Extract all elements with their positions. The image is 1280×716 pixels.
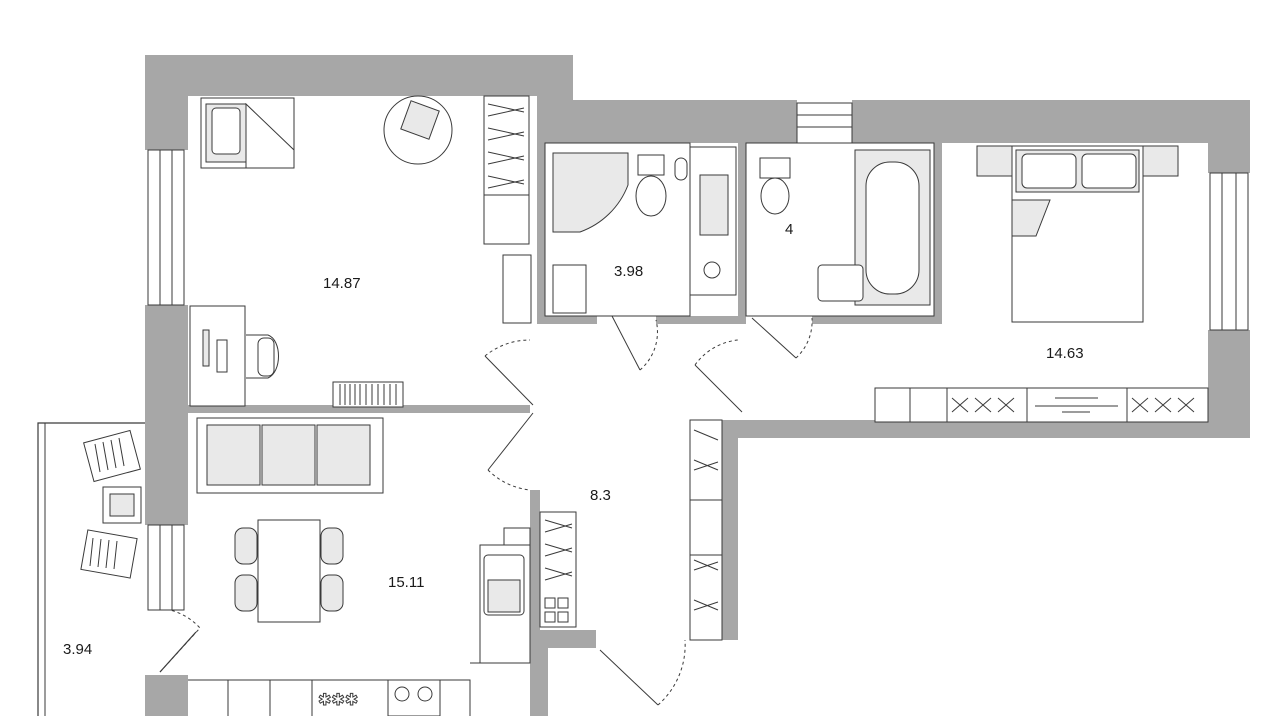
window-left-top [147,149,185,306]
door-entrance [599,649,659,706]
kitchen-furniture: ✱✱✱ [188,417,723,716]
door-living [484,355,534,406]
area-label-bath-2: 4 [785,221,793,238]
wall-bath2-right [934,143,942,323]
armchair [383,95,453,165]
wall-living-kitchen [188,405,530,413]
sofa [196,417,384,494]
hall-rack [539,511,577,628]
shelf-living [502,254,532,324]
wall-top-right [537,100,797,143]
wall-bath1-bottom [537,316,597,324]
sink-2 [817,264,864,302]
wall-bath1-bottom-r [656,316,746,324]
area-label-bath-1: 3.98 [614,263,643,280]
dining-table [234,519,344,623]
wardrobe-hall [689,419,723,641]
window-right [1209,172,1249,331]
walls [145,55,1250,716]
wall-left-bottom [145,675,188,716]
wardrobe-living [483,95,530,245]
svg-text:✱✱✱: ✱✱✱ [318,692,358,709]
wall-hall-bottom [530,630,596,716]
wall-left-mid [145,305,188,525]
window-left-bottom [147,524,185,611]
window-top [796,102,853,144]
bathroom-1 [544,142,737,371]
desk [189,305,279,407]
door-kitchen [487,412,534,471]
area-label-kitchen: 15.11 [388,574,424,591]
wall-bath-divider [738,143,746,323]
hall-doors [484,339,743,706]
area-label-bedroom: 14.63 [1046,345,1084,362]
wall-kitchen-hall [530,490,540,630]
balcony-door-arc [159,609,201,673]
wall-left-top [145,55,188,150]
shower-tray [552,152,629,233]
balcony-chair-bottom [80,529,138,579]
door-bath-1 [611,315,641,371]
bathroom-2 [745,142,935,359]
wall-bath2-bottom [812,316,942,324]
toilet-1 [637,154,665,176]
bookshelf [332,381,404,408]
wall-bedroom-bottom [690,420,1250,640]
sink-1 [552,264,587,314]
balcony-chair-top [83,429,141,483]
door-bath-2 [751,317,797,359]
area-label-hall: 8.3 [590,487,611,504]
toilet-2 [759,157,791,179]
kitchen-counter [188,527,531,716]
wall-bath1-left [537,143,545,323]
bedroom-furniture [874,145,1209,423]
area-label-living-top: 14.87 [323,275,361,292]
nightstand-right [1142,145,1179,177]
wall-top-far-right [852,100,1250,143]
door-bedroom [694,364,743,413]
balcony [37,422,201,716]
wall-top-left [145,55,573,100]
living-room-furniture [189,95,532,408]
wall-right [1208,143,1250,173]
balcony-outline [37,422,145,716]
nightstand-left [976,145,1013,177]
area-label-balcony: 3.94 [63,641,92,658]
windows [147,102,1249,611]
bedroom-wardrobe [874,387,1209,423]
room-labels: 14.87 3.98 4 14.63 8.3 15.11 3.94 [63,221,1084,658]
double-bed [1011,145,1144,323]
